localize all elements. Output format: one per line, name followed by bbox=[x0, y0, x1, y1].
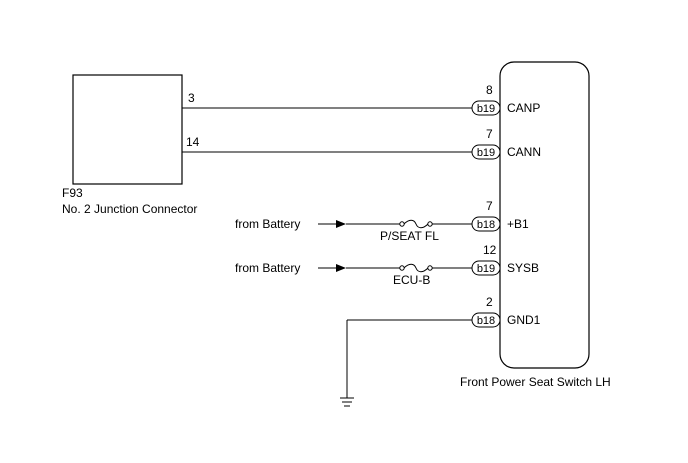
connector-code: b19 bbox=[477, 147, 495, 159]
fuse-label-p-seat-fl: P/SEAT FL bbox=[380, 229, 439, 243]
source-label-battery-1: from Battery bbox=[235, 217, 300, 231]
connector-badge bbox=[471, 216, 501, 232]
connector-code: b18 bbox=[477, 315, 495, 327]
connector-code: b18 bbox=[477, 219, 495, 231]
terminal-pin-number: 8 bbox=[486, 83, 493, 97]
fuse-p-seat-fl-icon bbox=[399, 219, 433, 229]
terminal-pin-number: 7 bbox=[486, 199, 493, 213]
connector-code: b19 bbox=[477, 263, 495, 275]
terminal-sysb: 12 b19 SYSB bbox=[471, 243, 539, 276]
terminal-gnd1: 2 b18 GND1 bbox=[471, 295, 541, 328]
source-label-battery-2: from Battery bbox=[235, 261, 300, 275]
battery-1-arrow bbox=[336, 220, 346, 228]
front-power-seat-switch-label: Front Power Seat Switch LH bbox=[460, 375, 611, 389]
terminal-pin-number: 2 bbox=[486, 295, 493, 309]
terminal-signal: +B1 bbox=[507, 217, 529, 231]
connector-badge bbox=[471, 100, 501, 116]
terminal-pin-number: 7 bbox=[486, 127, 493, 141]
connector-code: b19 bbox=[477, 103, 495, 115]
junction-pin-cann: 14 bbox=[186, 135, 200, 149]
terminal-signal: GND1 bbox=[507, 313, 541, 327]
junction-connector-name: No. 2 Junction Connector bbox=[62, 202, 197, 216]
junction-connector-code: F93 bbox=[62, 186, 83, 200]
junction-connector-box bbox=[72, 74, 183, 185]
fuse-ecu-b-icon bbox=[399, 263, 433, 273]
terminal-pin-number: 12 bbox=[483, 243, 497, 257]
front-power-seat-switch-box bbox=[499, 61, 590, 369]
junction-pin-canp: 3 bbox=[188, 91, 195, 105]
connector-badge bbox=[471, 144, 501, 160]
terminal-signal: SYSB bbox=[507, 261, 539, 275]
terminal-canp: 8 b19 CANP bbox=[471, 83, 540, 116]
fuse-label-ecu-b: ECU-B bbox=[393, 273, 430, 287]
terminal-signal: CANP bbox=[507, 101, 540, 115]
terminal-signal: CANN bbox=[507, 145, 541, 159]
connector-badge bbox=[471, 312, 501, 328]
terminal-b1: 7 b18 +B1 bbox=[471, 199, 529, 232]
connector-badge bbox=[471, 260, 501, 276]
terminal-cann: 7 b19 CANN bbox=[471, 127, 541, 160]
battery-2-arrow bbox=[336, 264, 346, 272]
ground-icon bbox=[340, 397, 354, 407]
